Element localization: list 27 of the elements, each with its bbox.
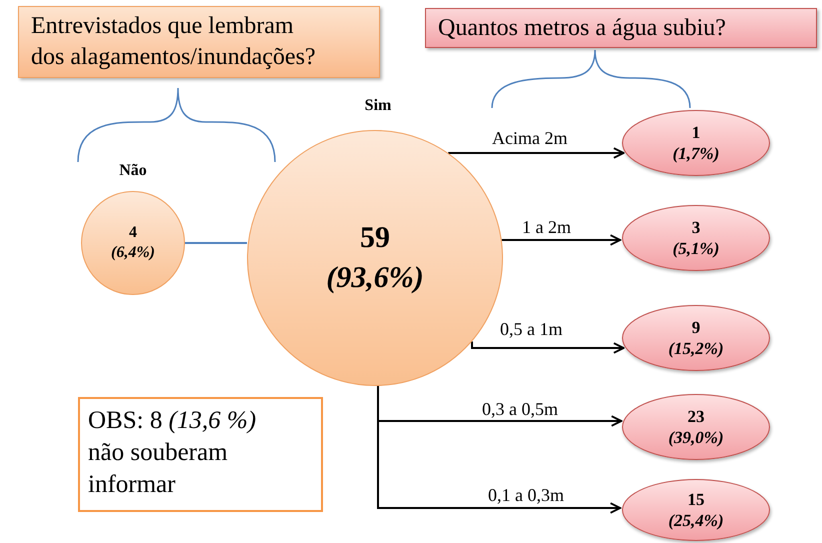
percent-value: (15,2%) (668, 338, 724, 359)
count-value: 4 (129, 223, 137, 243)
arrow (502, 234, 622, 246)
count-value: 1 (692, 122, 700, 143)
percent-value: (1,7%) (672, 143, 720, 164)
percent-value: (93,6%) (326, 260, 424, 296)
percent-value: (5,1%) (672, 238, 720, 259)
percent-value: (39,0%) (668, 427, 724, 448)
connector-line (185, 242, 247, 244)
percent-value: (25,4%) (668, 510, 724, 531)
title-box (425, 8, 817, 48)
count-value: 15 (688, 489, 704, 510)
arrow (377, 386, 622, 514)
note-box (78, 397, 323, 512)
arrow (471, 342, 624, 354)
title-box (18, 6, 380, 78)
title-text: Quantos metros a água subiu? (438, 14, 726, 42)
note-text: OBS: 8 (13,6 %) não souberam informar (88, 406, 258, 500)
count-value: 9 (692, 317, 700, 338)
count-value: 23 (688, 406, 704, 427)
answer-label: Não (119, 161, 147, 181)
arrow (448, 147, 624, 159)
count-value: 59 (360, 220, 390, 256)
count-value: 3 (692, 217, 700, 238)
title-text: Entrevistados que lembram dos alagamentos/inundações? (31, 12, 317, 72)
answer-label: Sim (364, 96, 392, 116)
percent-value: (6,4%) (111, 243, 155, 263)
